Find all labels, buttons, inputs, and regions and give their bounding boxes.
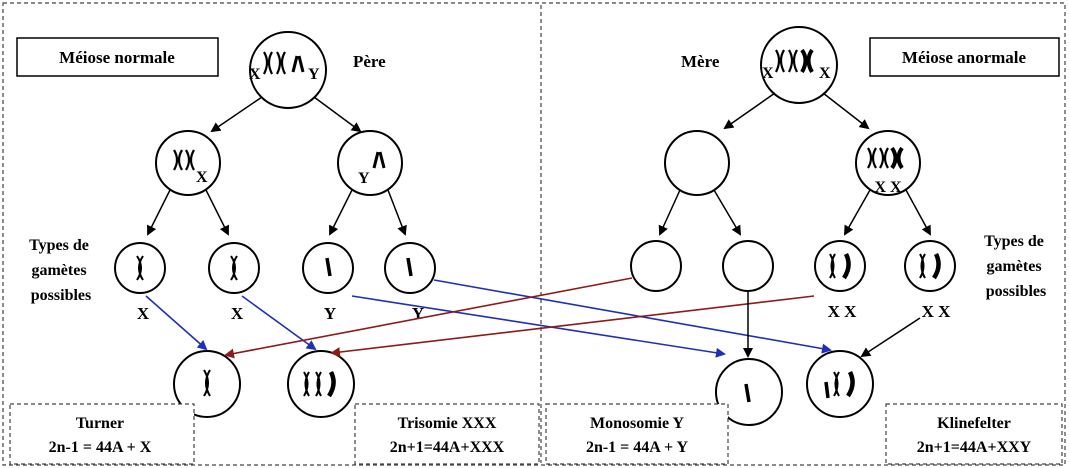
x-chromosome-pair-bold-icon bbox=[800, 48, 814, 74]
gamete-types-right-line: Types de bbox=[984, 233, 1044, 250]
outcome-formula: 2n+1=44A+XXX bbox=[390, 439, 505, 456]
father-gamete-label: X bbox=[231, 304, 244, 323]
zygote-trisomie-xxx bbox=[287, 350, 355, 418]
left-title-box bbox=[16, 37, 219, 77]
outcome-formula: 2n-1 = 44A + Y bbox=[586, 439, 689, 456]
outcome-box-klinefelter: Klinefelter 2n+1=44A+XXY bbox=[885, 403, 1063, 465]
outcome-name: Turner bbox=[76, 415, 124, 432]
arrow bbox=[822, 92, 870, 130]
arrow bbox=[387, 189, 407, 236]
mother-label: Mère bbox=[681, 52, 720, 71]
gamete-types-left-line: gamètes bbox=[31, 262, 86, 279]
mother-chrom-x-right: X bbox=[819, 65, 831, 82]
mother-gamete-label: X X bbox=[828, 302, 858, 321]
xx-chromatids-icon bbox=[919, 252, 941, 280]
right-title-box bbox=[869, 37, 1060, 77]
red-arrow bbox=[330, 295, 815, 358]
x-chromatid-icon bbox=[230, 255, 238, 281]
gamete-types-right-line: possibles bbox=[986, 283, 1046, 300]
arrow bbox=[905, 189, 931, 236]
arrow bbox=[313, 96, 362, 133]
gamete-types-left-line: possibles bbox=[31, 287, 91, 304]
outcome-box-monosomie-y: Monosomie Y 2n-1 = 44A + Y bbox=[545, 403, 729, 465]
outcome-formula: 2n+1=44A+XXY bbox=[917, 439, 1032, 456]
red-arrow bbox=[224, 277, 633, 359]
blue-arrow bbox=[351, 295, 726, 358]
mother-chrom-x-left: X bbox=[762, 65, 774, 82]
mother-chromosomes bbox=[775, 48, 814, 74]
blue-arrow bbox=[433, 279, 832, 354]
father-m1-right-label: Y bbox=[358, 170, 370, 187]
mother-gamete-2 bbox=[722, 240, 774, 292]
gamete-types-right-line: gamètes bbox=[986, 258, 1041, 275]
x-chromosome-pairs-icon bbox=[867, 146, 904, 170]
arrow bbox=[658, 189, 681, 236]
y-chromosome-pair-icon bbox=[291, 55, 305, 73]
gamete-types-left-line: Types de bbox=[29, 237, 89, 254]
x-chromatid-icon bbox=[203, 369, 211, 397]
x-chromatid-icon bbox=[136, 255, 144, 281]
blue-arrow bbox=[145, 295, 208, 351]
arrow bbox=[329, 189, 353, 236]
zygote-klinefelter bbox=[806, 350, 874, 418]
father-m1-left-label: X bbox=[196, 169, 208, 186]
x-chromosome-pair-icon bbox=[173, 149, 195, 171]
mother-gamete-1 bbox=[630, 240, 682, 292]
xx-chromatids-icon bbox=[829, 252, 851, 280]
arrow bbox=[713, 189, 742, 236]
father-meiosis1-right-cell bbox=[337, 130, 403, 196]
outcome-formula: 2n-1 = 44A + X bbox=[49, 439, 152, 456]
y-chromatid-icon bbox=[744, 383, 751, 403]
mother-meiosis1-right-cell bbox=[855, 130, 921, 196]
father-gamete-label: X bbox=[137, 304, 150, 323]
x-chromosome-pair-icon bbox=[263, 51, 286, 75]
mother-meiosis1-left-cell bbox=[664, 130, 730, 196]
mother-m1-right-label: X X bbox=[874, 179, 902, 196]
arrow bbox=[860, 317, 921, 358]
left-panel-title: Méiose normale bbox=[59, 48, 175, 67]
right-panel-title: Méiose anormale bbox=[902, 48, 1027, 67]
xxy-chromatids-icon bbox=[824, 370, 855, 399]
father-chrom-x: X bbox=[249, 66, 261, 83]
mother-gamete-3 bbox=[814, 240, 866, 292]
father-cell bbox=[249, 31, 327, 109]
mother-cell bbox=[760, 26, 838, 104]
blue-arrow bbox=[241, 295, 317, 351]
father-label: Père bbox=[353, 52, 386, 71]
mother-gamete-4 bbox=[904, 240, 956, 292]
x-chromosome-pair-icon bbox=[775, 49, 798, 73]
father-chrom-y: Y bbox=[308, 66, 320, 83]
outcome-name: Monosomie Y bbox=[590, 415, 685, 432]
arrow bbox=[844, 189, 871, 236]
mother-gamete-label: X X bbox=[922, 302, 952, 321]
arrow bbox=[205, 189, 229, 236]
y-chromosome-pair-icon bbox=[372, 151, 386, 169]
gamete-types-left: Types de gamètes possibles bbox=[29, 237, 93, 304]
xxx-chromatids-icon bbox=[303, 370, 336, 398]
outcome-box-turner: Turner 2n-1 = 44A + X bbox=[9, 403, 195, 465]
father-gamete-label: Y bbox=[324, 304, 336, 323]
gamete-types-right: Types de gamètes possibles bbox=[984, 233, 1048, 300]
arrow bbox=[210, 96, 263, 133]
outcome-box-trisomie-xxx: Trisomie XXX 2n+1=44A+XXX bbox=[354, 403, 540, 465]
y-chromatid-icon bbox=[325, 257, 332, 277]
father-chromosomes bbox=[263, 51, 305, 75]
arrow bbox=[147, 189, 171, 236]
y-chromatid-icon bbox=[406, 257, 413, 277]
arrow bbox=[723, 92, 776, 130]
outcome-name: Trisomie XXX bbox=[398, 415, 497, 432]
outcome-name: Klinefelter bbox=[937, 415, 1011, 432]
